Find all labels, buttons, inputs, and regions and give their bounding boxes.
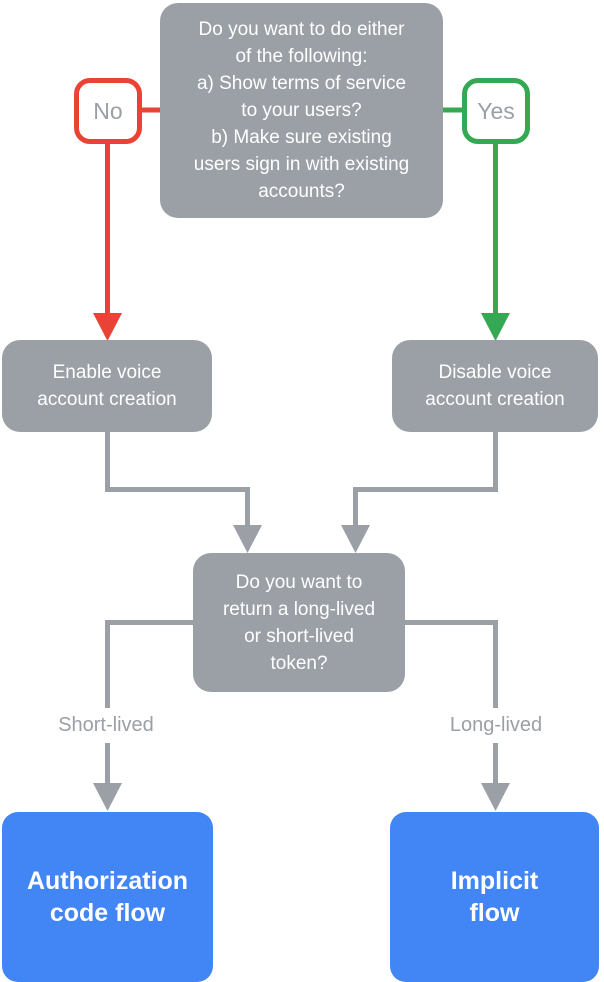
implicit-flow-box: Implicit flow [390,812,599,982]
question-box-token-lifetime: Do you want to return a long-lived or sh… [193,553,405,692]
authorization-code-flow-box: Authorization code flow [2,812,213,982]
yes-badge: Yes [462,78,530,144]
long-lived-label: Long-lived [410,708,582,743]
question-box-terms-of-service: Do you want to do either of the followin… [160,3,443,218]
merge-right-arrowhead-icon [341,525,370,553]
auth-arrowhead-icon [93,783,122,811]
enable-to-question2-line [105,430,250,527]
enable-voice-account-creation-box: Enable voice account creation [2,340,212,432]
question2-to-implicit-line [403,620,498,785]
disable-voice-account-creation-box: Disable voice account creation [392,340,598,432]
yes-arrowhead-icon [481,313,510,341]
short-lived-label: Short-lived [20,708,192,743]
question2-to-auth-line [105,620,195,785]
merge-left-arrowhead-icon [233,525,262,553]
implicit-arrowhead-icon [481,783,510,811]
no-arrowhead-icon [93,313,122,341]
disable-to-question2-line [353,430,498,527]
no-badge: No [74,78,142,144]
